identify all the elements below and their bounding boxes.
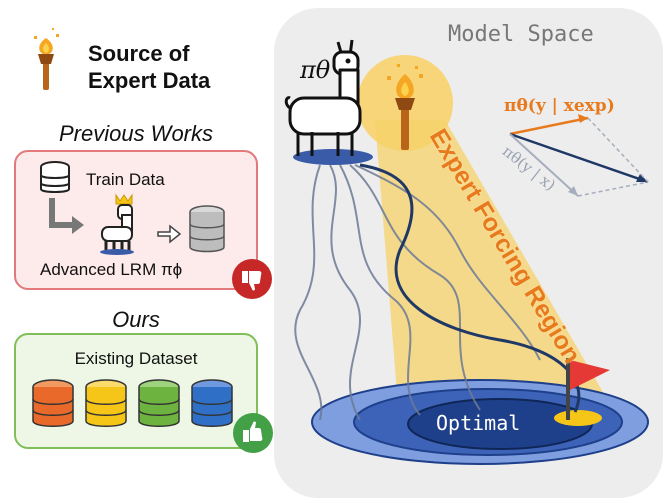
source-title-line2: Expert Data <box>88 68 211 93</box>
thumbs-up-icon <box>233 413 273 453</box>
expert-vector-label: πθ(y | xexp) <box>504 96 615 116</box>
existing-dataset-label: Existing Dataset <box>74 349 198 368</box>
policy-label: πθ <box>300 56 331 84</box>
ours-heading: Ours <box>112 307 160 332</box>
train-data-label: Train Data <box>86 170 165 189</box>
optimal-label: Optimal <box>436 411 521 435</box>
thumbs-down-icon <box>232 259 272 299</box>
advanced-lrm-label: Advanced LRM πϕ <box>40 260 183 279</box>
source-title: Source of Expert Data <box>88 40 210 94</box>
previous-works-heading: Previous Works <box>58 121 214 146</box>
model-space-title: Model Space <box>448 22 594 47</box>
source-title-line1: Source of <box>88 41 190 66</box>
